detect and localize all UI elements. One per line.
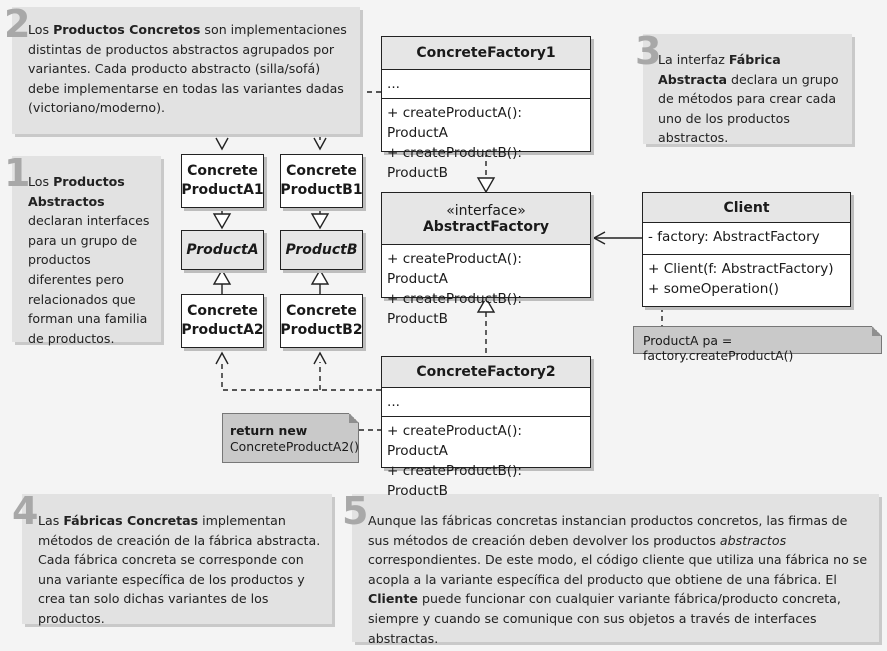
concrete-factory-1-class[interactable]: ConcreteFactory1 ... + createProductA():… <box>381 36 591 181</box>
class-name: ConcreteFactory1 <box>382 37 590 70</box>
note-fold-icon <box>349 413 359 423</box>
class-fields: ... <box>382 388 590 417</box>
cf1-realization-triangle <box>476 177 496 194</box>
abstract-factory-interface[interactable]: «interface» AbstractFactory + createProd… <box>381 192 591 327</box>
class-methods: + createProductA(): ProductA + createPro… <box>387 105 522 181</box>
class-fields: - factory: AbstractFactory <box>643 223 850 255</box>
note-number: 2 <box>4 2 31 46</box>
abstract-product-a[interactable]: ProductA <box>181 230 264 270</box>
client-class[interactable]: Client - factory: AbstractFactory + Clie… <box>642 192 851 307</box>
client-association-arrowhead <box>592 231 606 245</box>
class-methods: + Client(f: AbstractFactory) + someOpera… <box>648 261 834 297</box>
ca1-inherit-triangle <box>212 213 232 230</box>
cb1-inherit-triangle <box>310 213 330 230</box>
note-concrete-products: 2 Los Productos Concretos son implementa… <box>4 5 360 134</box>
ca2-inherit-triangle <box>212 268 232 285</box>
note-fold-icon <box>872 326 882 336</box>
cf2-realization-triangle <box>476 296 496 313</box>
note-number: 5 <box>342 489 369 533</box>
cb2-dependency-arrowhead <box>313 351 327 365</box>
abstract-product-b[interactable]: ProductB <box>280 230 363 270</box>
note-abstract-products: 1 Los Productos Abstractos declaran inte… <box>4 154 161 346</box>
note-number: 3 <box>635 29 662 73</box>
interface-header: «interface» AbstractFactory <box>382 193 590 245</box>
interface-stereotype: «interface» <box>446 202 526 219</box>
ca2-dependency-arrowhead <box>215 351 229 365</box>
class-name: ConcreteFactory2 <box>382 357 590 388</box>
note-concrete-factories: 4 Las Fábricas Concretas implementan mét… <box>12 492 332 626</box>
note-number: 4 <box>12 489 39 533</box>
concrete-factory-2-class[interactable]: ConcreteFactory2 ... + createProductA():… <box>381 356 591 499</box>
note-client-summary: 5 Aunque las fábricas concretas instanci… <box>342 492 879 646</box>
cb1-dependency-arrowhead <box>313 137 327 151</box>
interface-name: AbstractFactory <box>422 218 550 235</box>
class-fields: ... <box>382 70 590 99</box>
cf2-to-ca2-dependency <box>221 362 381 391</box>
client-code-note: ProductA pa = factory.createProductA() <box>633 326 882 363</box>
factory2-code-note: return new ConcreteProductA2() <box>222 413 359 463</box>
cb2-inherit-triangle <box>310 268 330 285</box>
note-abstract-factory: 3 La interfaz Fábrica Abstracta declara … <box>635 32 852 145</box>
ca1-dependency-arrowhead <box>215 137 229 151</box>
class-methods: + createProductA(): ProductA + createPro… <box>387 423 522 499</box>
interface-methods: + createProductA(): ProductA + createPro… <box>387 251 522 327</box>
class-name: Client <box>643 193 850 223</box>
note-number: 1 <box>4 151 31 195</box>
